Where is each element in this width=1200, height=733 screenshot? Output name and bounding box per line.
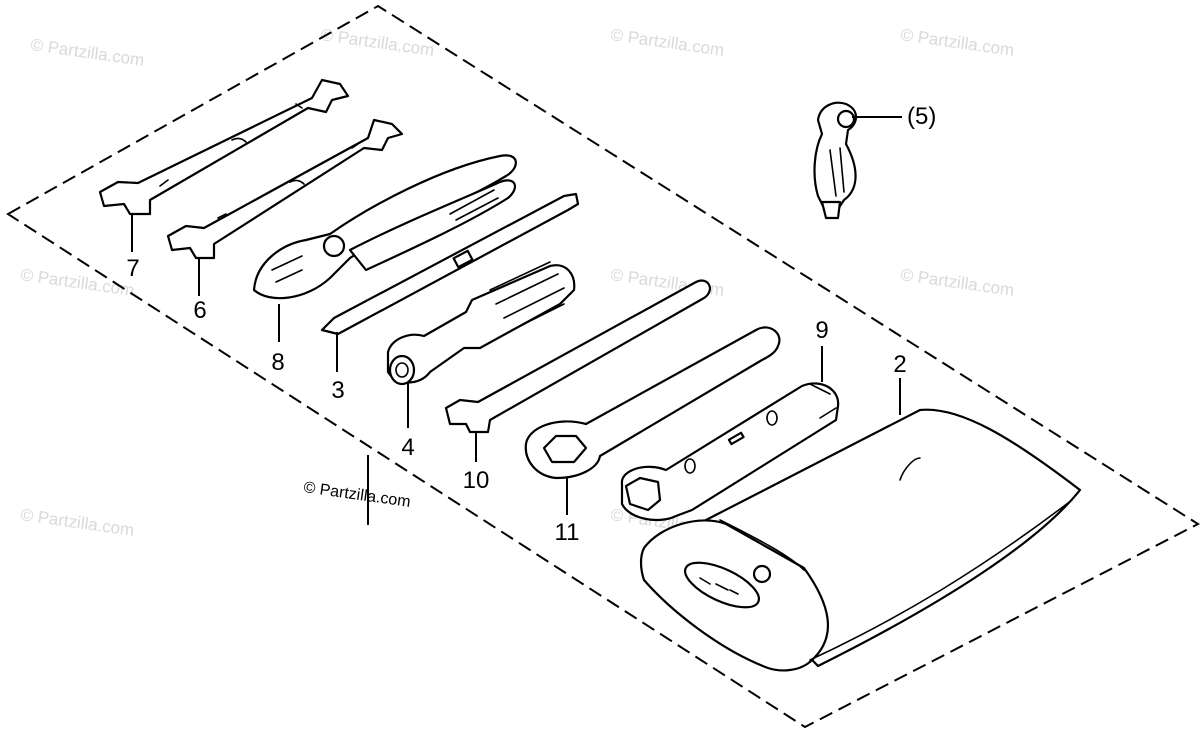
wrench-7: [98, 78, 350, 216]
leader-lines: [131, 116, 902, 525]
callout-6: 6: [193, 297, 206, 324]
callout-4: 4: [401, 434, 414, 461]
watermark: © Partzilla.com: [899, 265, 1015, 300]
watermark: © Partzilla.com: [29, 35, 145, 70]
wrench-6: [166, 118, 404, 260]
callout-8: 8: [271, 349, 284, 376]
watermark: © Partzilla.com: [609, 25, 725, 60]
screwdriver-handle-4: [386, 261, 576, 386]
callout-5: (5): [907, 103, 936, 130]
kit-group-outline: [6, 4, 1200, 729]
tool-bag-2: [639, 408, 1082, 672]
callout-9: 9: [815, 317, 828, 344]
callout-7: 7: [126, 255, 139, 282]
box-wrench-11: [524, 326, 781, 480]
pliers-8: [252, 154, 517, 300]
watermark: © Partzilla.com: [19, 505, 135, 540]
callout-11: 11: [555, 519, 580, 546]
callout-10: 10: [463, 467, 490, 494]
callouts: 7 6 8 3 4 10 11 9 2 (5): [126, 103, 936, 546]
partzilla-credit: © Partzilla.com: [302, 479, 411, 511]
socket-wrench-9: [620, 382, 840, 522]
watermark: © Partzilla.com: [19, 265, 135, 300]
callout-3: 3: [331, 377, 344, 404]
watermark: © Partzilla.com: [899, 25, 1015, 60]
wrench-10: [444, 279, 711, 434]
tool-handle-5: [813, 101, 858, 220]
callout-2: 2: [893, 351, 906, 378]
screwdriver-3: [320, 192, 580, 336]
